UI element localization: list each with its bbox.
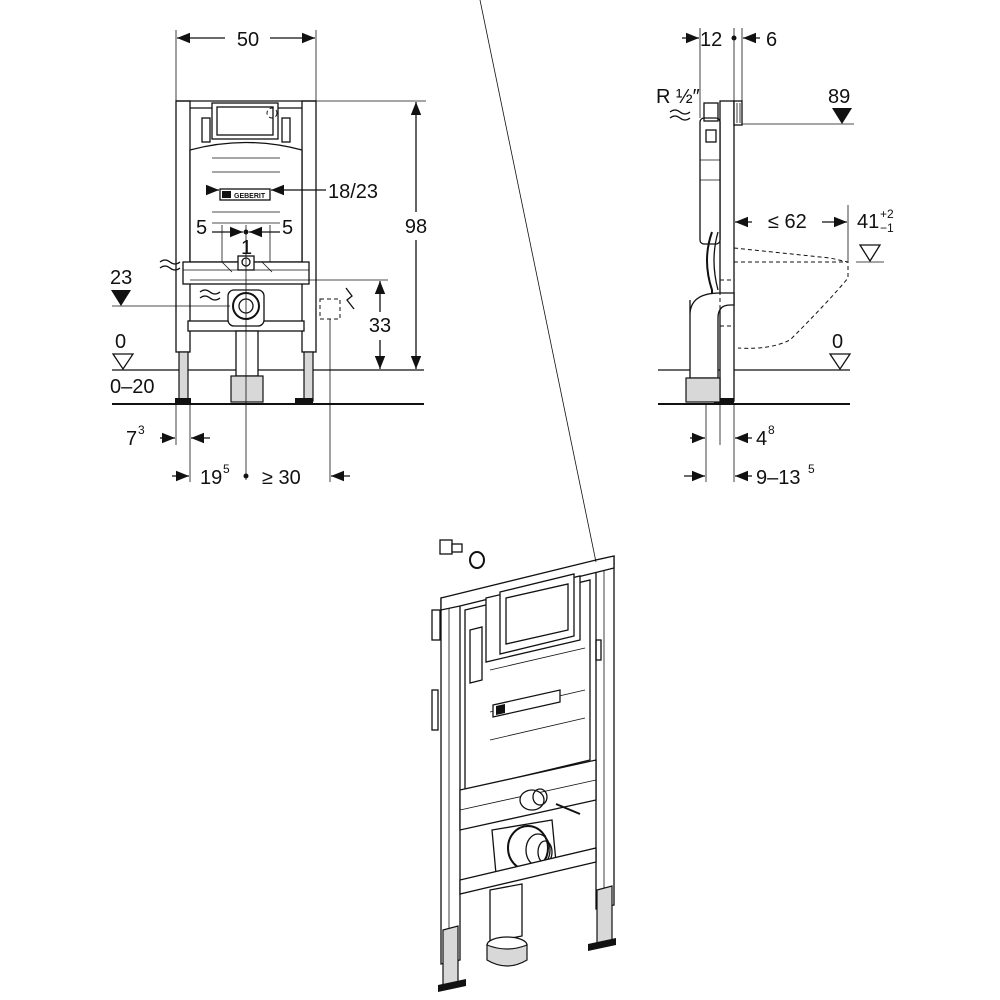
brand-logo — [219, 188, 271, 201]
connection-fitting-icon — [439, 539, 485, 569]
dim-left-offset: 7 — [126, 428, 137, 450]
electric-symbol-icon — [345, 287, 355, 310]
dim-center-offset: 19 — [200, 467, 222, 489]
dim-wall-range-sup: 5 — [808, 462, 815, 476]
dim-wall-range: 9–13 — [756, 467, 801, 489]
brand-logo-text: GEBERIT — [234, 193, 266, 200]
dim-pipe-offset: 4 — [756, 428, 767, 450]
seat-level-icon — [858, 244, 882, 263]
dim-bowl-depth: ≤ 62 — [768, 211, 807, 233]
dim-seat-tol-minus: −1 — [880, 221, 894, 235]
dim-actuation-plate: 18/23 — [328, 181, 378, 203]
dim-top-depth-b: 6 — [766, 29, 777, 51]
side-level-marker-icon — [832, 108, 852, 124]
iso-brand-logo — [492, 689, 561, 718]
side-floor-level-icon — [828, 353, 852, 371]
dim-center-offset-sup: 5 — [223, 462, 230, 476]
dim-top-depth-a: 12 — [700, 29, 722, 51]
dim-side-clearance: ≥ 30 — [262, 467, 301, 489]
front-view: GEBERIT 50 — [110, 29, 427, 489]
side-view: 12 6 R ½″ 89 ≤ 62 41 +2 −1 0 4 8 9–13 — [656, 28, 894, 489]
dim-seat-height: 41 — [857, 211, 879, 233]
dim-left-offset-sup: 3 — [138, 423, 145, 437]
dim-water-connection: R ½″ — [656, 86, 700, 108]
dim-spacing-right: 5 — [282, 217, 293, 239]
dim-inlet-height: 23 — [110, 267, 132, 289]
water-supply-icon — [159, 259, 181, 271]
dim-pipe-offset-sup: 8 — [768, 423, 775, 437]
dim-top-height: 89 — [828, 86, 850, 108]
isometric-view — [431, 0, 616, 992]
dim-seat-tol-plus: +2 — [880, 207, 894, 221]
dim-spacing-center: 1 — [241, 237, 252, 259]
water-drain-icon — [199, 289, 221, 301]
dim-side-floor-level: 0 — [832, 331, 843, 353]
side-water-supply-icon — [669, 109, 691, 121]
dim-frame-height: 98 — [405, 216, 427, 238]
dim-spacing-left: 5 — [196, 217, 207, 239]
dim-floor-range: 0–20 — [110, 376, 155, 398]
dim-floor-level: 0 — [115, 331, 126, 353]
floor-level-icon — [111, 353, 135, 371]
level-marker-icon — [111, 290, 131, 306]
frame: GEBERIT — [159, 100, 355, 403]
dim-outlet-height: 33 — [369, 315, 391, 337]
dim-frame-width: 50 — [237, 29, 259, 51]
